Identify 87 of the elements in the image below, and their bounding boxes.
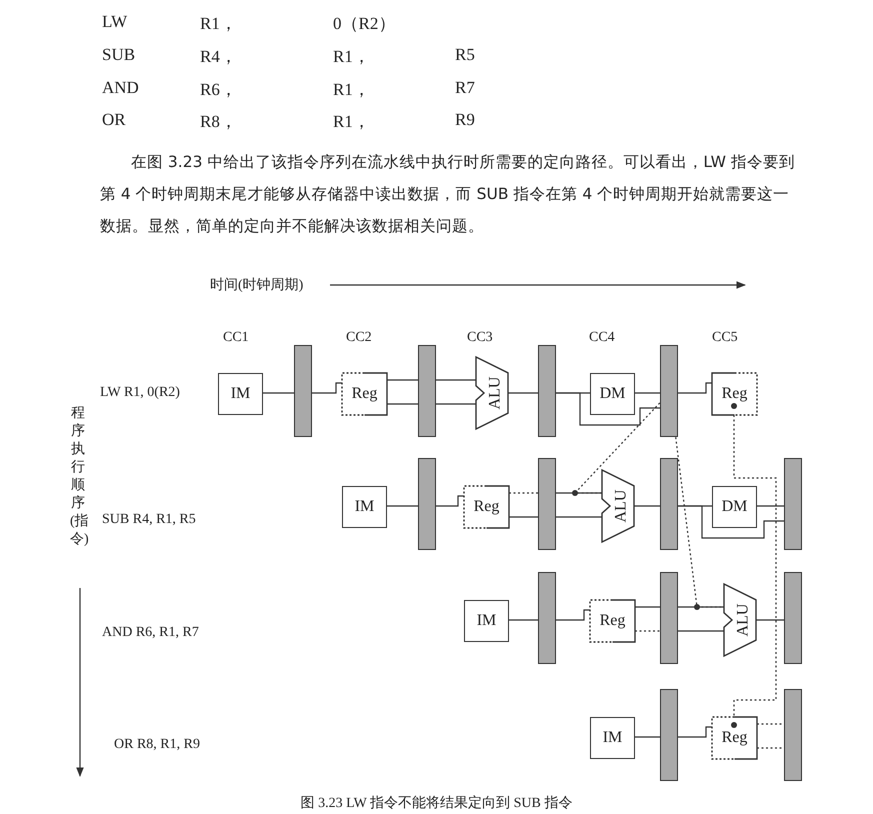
table-cell: AND [102,78,139,98]
connector-line [756,619,784,621]
dotted-line [635,630,660,632]
body-paragraph: 在图 3.23 中给出了该指令序列在流水线中执行时所需要的定向路径。可以看出，LW 指令要到第 4 个时钟周期末尾才能够从存储器中读出数据，而 SUB 指令在第 4 个时钟周期开始就需要这一数据。显然，简单的定向并不能解决该数据相关问题。 [100,152,796,237]
table-cell: R5 [455,45,475,65]
pipeline-register-bar [418,458,436,550]
table-cell-text: 0（R2） [333,13,396,35]
pipeline-register-bar [784,458,802,550]
clock-cycle-label: CC5 [712,330,738,346]
register-file-box: Reg [712,373,757,415]
connector-line [556,492,602,494]
connector-line [678,505,784,539]
pipeline-register-bar [784,572,802,664]
table-cell: OR [102,110,126,130]
connector-line [509,516,538,518]
dotted-line [675,437,724,608]
table-cell-text: R8， [200,111,237,133]
pipeline-register-bar [538,458,556,550]
register-file-box: Reg [464,486,509,528]
pipeline-register-bar [784,689,802,781]
connector-line [387,403,418,405]
pipeline-register-bar [660,345,678,437]
instruction-label: OR R8, R1, R9 [114,737,200,753]
connector-line [678,726,712,738]
memory-box: IM [590,717,635,759]
register-file-box: Reg [590,600,635,642]
pipeline-register-bar [660,458,678,550]
figure-caption: 图 3.23 LW 指令不能将结果定向到 SUB 指令 [300,794,574,812]
connector-line [312,382,342,394]
connector-line [387,505,418,507]
memory-box: DM [712,486,757,528]
table-cell: R7 [455,78,475,98]
pipeline-register-bar [538,345,556,437]
connector-line [635,606,660,608]
table-cell-text: R4， [200,46,237,68]
dotted-line [733,415,777,717]
connector-line [556,609,590,621]
dotted-line [757,723,784,725]
connector-line [508,392,538,394]
memory-box: DM [590,373,635,415]
clock-cycle-label: CC4 [589,330,615,346]
register-file-box: Reg [342,373,387,415]
connector-line [678,630,724,632]
pipeline-register-bar [538,572,556,664]
connector-line [634,505,660,507]
table-cell-text: R1， [200,13,237,35]
dotted-line [757,747,784,749]
connector-line [436,379,476,381]
clock-cycle-label: CC1 [223,330,249,346]
connector-line [263,392,294,394]
connector-line [635,392,660,394]
table-cell: R9 [455,110,475,130]
pipeline-register-bar [660,572,678,664]
connector-line [635,736,660,738]
connector-line [436,403,476,405]
table-cell: LW [102,12,128,32]
connector-line [509,619,538,621]
table-cell-text: R1， [333,111,370,133]
table-cell: SUB [102,45,136,65]
connector-line [556,392,660,426]
connector-line [556,516,602,518]
connector-line [436,495,464,507]
table-cell-text: R1， [333,46,370,68]
axis-label: 时间(时钟周期) [210,276,304,294]
alu-shape: ALU [476,357,508,429]
instruction-label: SUB R4, R1, R5 [102,512,196,528]
register-file-box: Reg [712,717,757,759]
clock-cycle-label: CC2 [346,330,372,346]
connector-line [678,382,712,394]
memory-box: IM [464,600,509,642]
table-cell-text: R1， [333,79,370,101]
instruction-label: AND R6, R1, R7 [102,625,199,641]
memory-box: IM [218,373,263,415]
alu-shape: ALU [602,470,634,542]
instruction-label: LW R1, 0(R2) [100,385,180,401]
axis-label: 程序执行顺序(指令) [70,405,86,549]
alu-shape: ALU [724,584,756,656]
memory-box: IM [342,486,387,528]
connector-line [387,379,418,381]
connector-line [678,606,724,608]
table-cell-text: R6， [200,79,237,101]
pipeline-register-bar [294,345,312,437]
connector-line [757,505,784,507]
clock-cycle-label: CC3 [467,330,493,346]
pipeline-register-bar [660,689,678,781]
pipeline-register-bar [418,345,436,437]
dotted-line [509,492,538,494]
